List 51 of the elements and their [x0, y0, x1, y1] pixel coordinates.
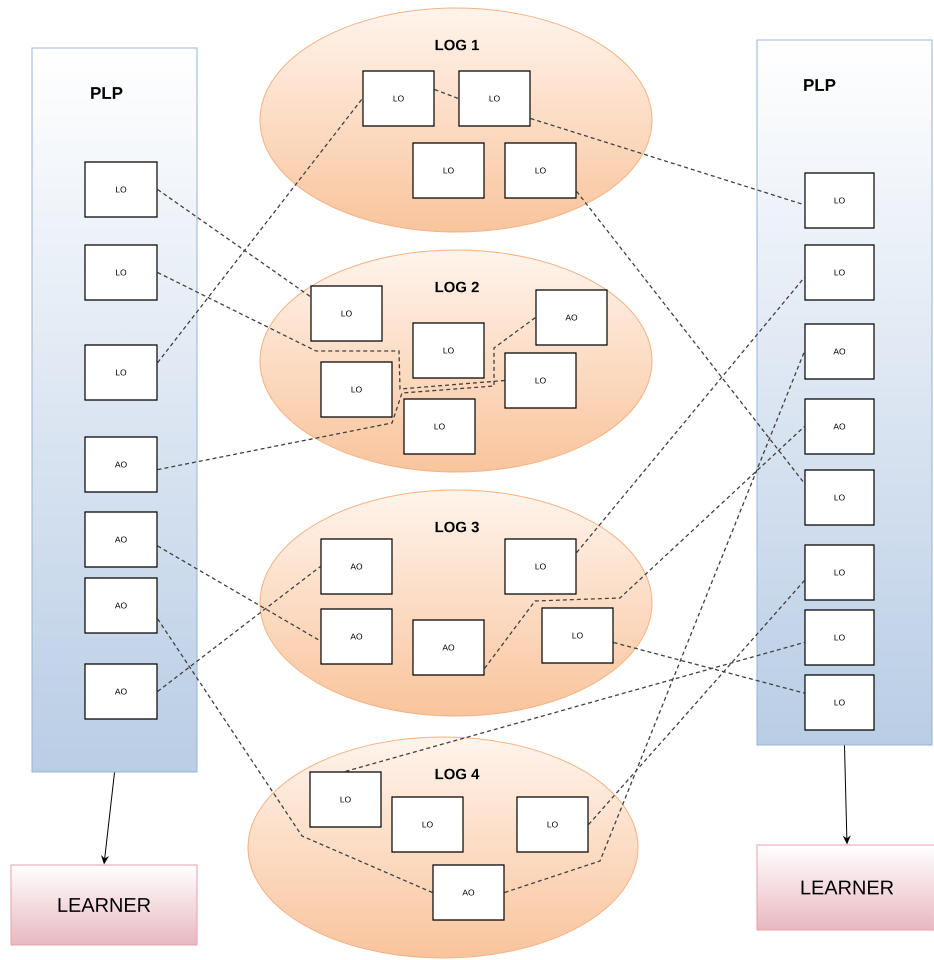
objective-box: LO	[504, 352, 577, 409]
objective-box: AO	[535, 289, 608, 346]
connector-line	[484, 426, 805, 669]
objective-box: AO	[84, 577, 158, 634]
objective-box: LO	[309, 771, 382, 828]
objective-box: LO	[320, 361, 393, 418]
connector-line	[157, 545, 321, 642]
objective-box: LO	[804, 674, 875, 731]
objective-box: LO	[412, 322, 485, 379]
learner-box: LEARNER	[10, 864, 198, 946]
connector-line	[588, 580, 805, 825]
objective-box: LO	[804, 609, 875, 666]
objective-box: AO	[84, 436, 158, 493]
learner-box: LEARNER	[756, 844, 934, 930]
connector-line	[576, 190, 805, 484]
objective-box: LO	[412, 142, 485, 199]
objective-box: LO	[804, 544, 875, 601]
objective-box: LO	[804, 172, 875, 229]
objective-box: LO	[504, 538, 577, 595]
connector-line	[613, 642, 805, 694]
objective-box: AO	[320, 538, 393, 595]
connector-line	[157, 98, 363, 364]
objective-box: LO	[804, 469, 875, 526]
objective-box: LO	[84, 244, 158, 301]
objective-box: AO	[432, 864, 505, 921]
connector-line	[157, 618, 433, 894]
objective-box: LO	[541, 607, 614, 664]
connector-line	[157, 272, 504, 390]
objective-box: AO	[804, 398, 875, 455]
objective-box: LO	[84, 344, 158, 401]
connector-line	[434, 88, 459, 100]
objective-box: AO	[84, 663, 158, 720]
objective-box: LO	[458, 70, 531, 127]
objective-box: LO	[403, 398, 476, 455]
objective-box: AO	[84, 511, 158, 568]
objective-box: LO	[504, 142, 577, 199]
connector-line	[504, 351, 805, 894]
connector-line	[576, 277, 805, 554]
connector-line	[157, 188, 311, 298]
connector-line	[157, 566, 321, 692]
objective-box: LO	[516, 796, 589, 853]
objective-box: LO	[391, 796, 464, 853]
objective-box: LO	[310, 285, 383, 342]
connector-line	[157, 316, 536, 470]
objective-box: AO	[412, 619, 485, 676]
objective-box: LO	[804, 244, 875, 301]
objective-box: AO	[804, 323, 875, 380]
objective-box: LO	[84, 161, 158, 218]
objective-box: AO	[320, 608, 393, 665]
objective-box: LO	[362, 70, 435, 127]
connector-line	[345, 642, 805, 772]
